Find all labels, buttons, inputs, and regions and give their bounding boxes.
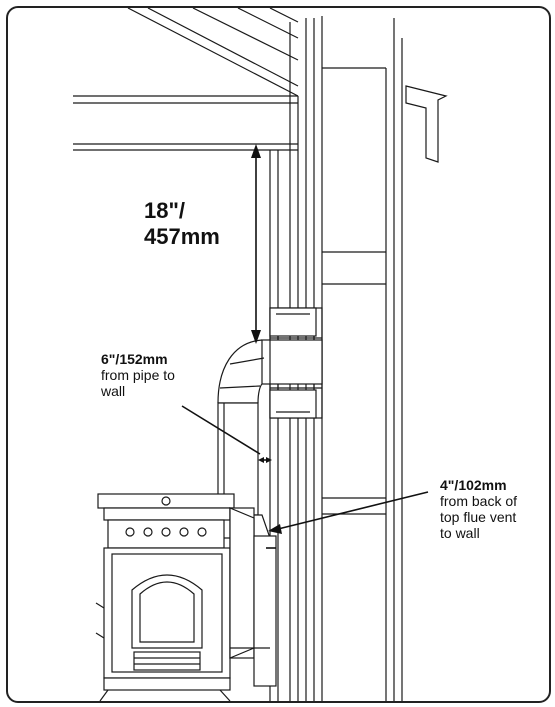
diagram-frame: 18"/ 457mm 6"/152mm from pipe to wall 4"… <box>6 6 551 703</box>
pipe-elbow <box>217 339 265 404</box>
flue-to-wall-arrow <box>268 491 429 534</box>
stove <box>95 493 277 701</box>
flue-to-wall-value: 4"/102mm <box>440 477 507 493</box>
pipe-to-wall-value: 6"/152mm <box>101 351 168 367</box>
flue-to-wall-label: 4"/102mm from back of top flue vent to w… <box>440 477 517 541</box>
pipe-to-wall-line1: from pipe to <box>101 367 175 384</box>
ceiling-clearance-arrow <box>251 144 261 344</box>
exterior-bracket <box>405 85 448 163</box>
installation-diagram <box>73 8 448 701</box>
wall-studs <box>269 18 315 701</box>
flue-to-wall-line2: top flue vent <box>440 509 517 526</box>
pipe-to-wall-label: 6"/152mm from pipe to wall <box>101 351 175 399</box>
ceiling-clearance-line2: 457mm <box>144 224 220 250</box>
ceiling-clearance-label: 18"/ 457mm <box>144 198 220 251</box>
flue-to-wall-line1: from back of <box>440 493 518 510</box>
flue-to-wall-line3: to wall <box>440 525 480 542</box>
horizontal-connector <box>261 339 323 385</box>
pipe-to-wall-line2: wall <box>101 383 126 400</box>
ceiling-joist <box>73 95 299 151</box>
ceiling-clearance-line1: 18"/ <box>144 198 186 223</box>
pipe-to-wall-arrow <box>181 405 272 463</box>
chimney-wall <box>321 16 403 701</box>
roof-rafter <box>127 8 299 97</box>
